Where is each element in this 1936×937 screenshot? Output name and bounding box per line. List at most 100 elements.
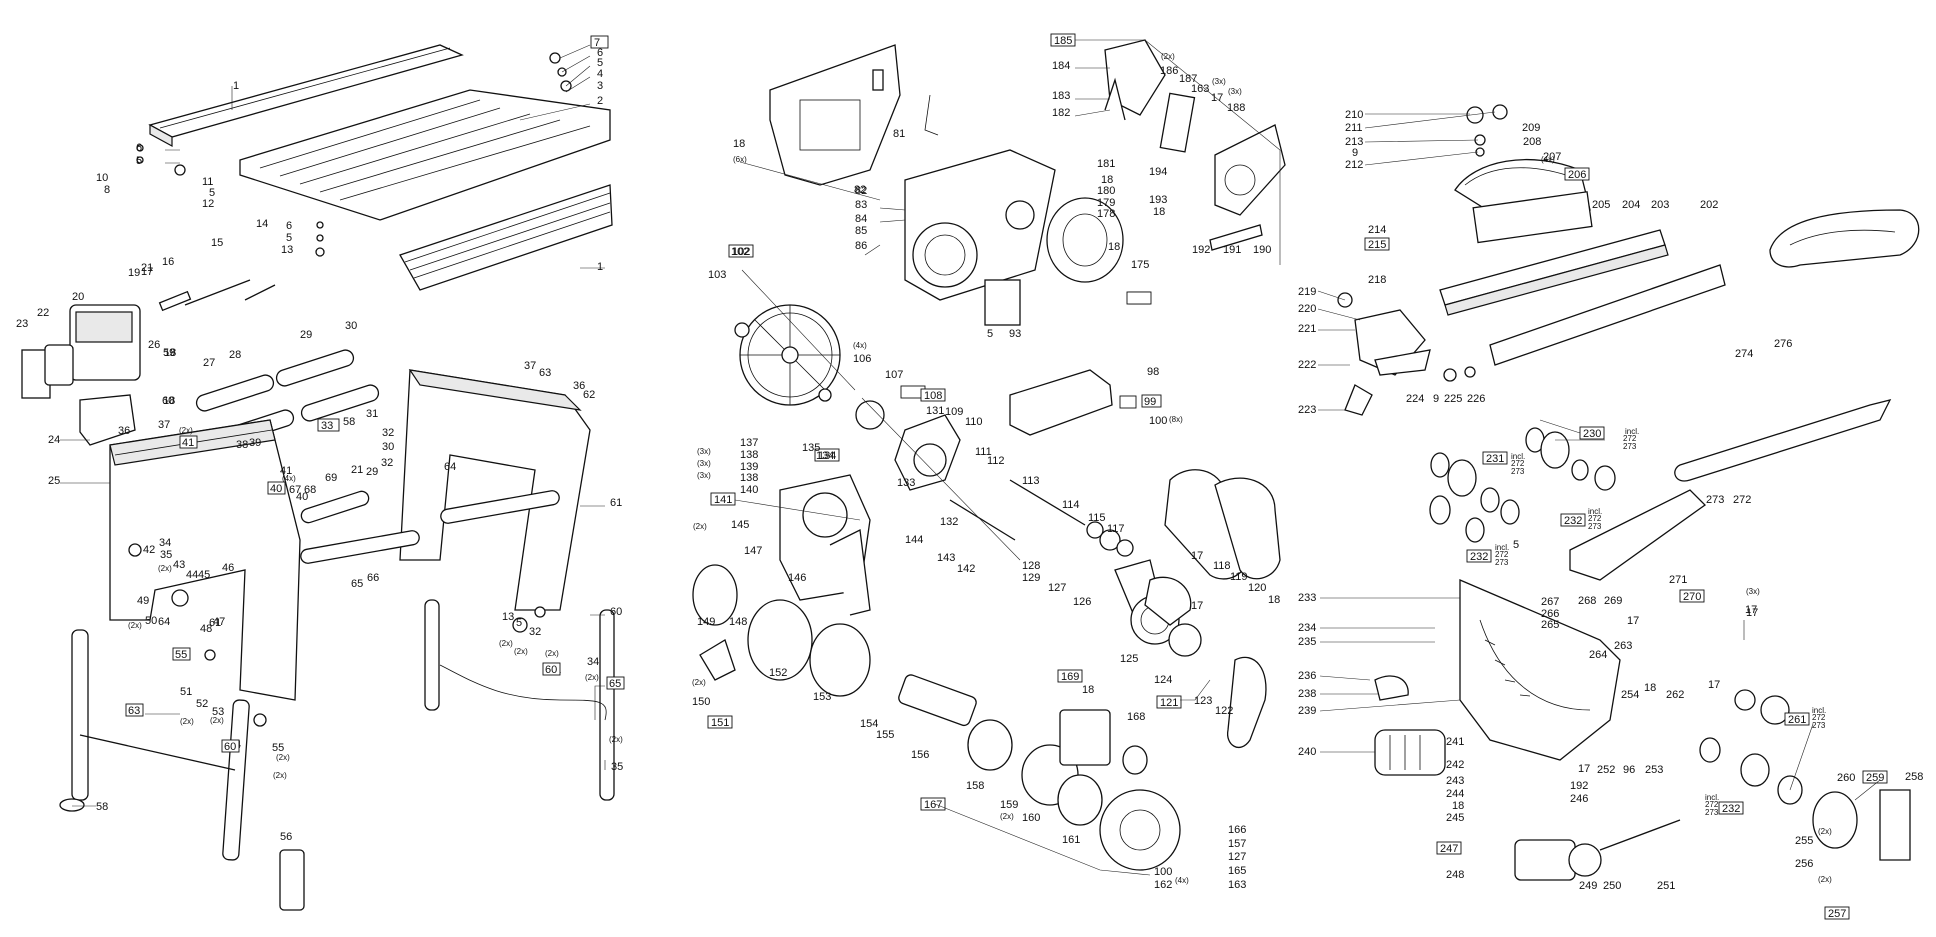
quantity-mark: (3x) — [697, 459, 711, 468]
assembly-ref: 40 — [270, 483, 282, 495]
assembly-ref: 102 — [732, 246, 750, 258]
riving-guard — [1104, 39, 1166, 116]
quantity-mark: incl. — [1495, 543, 1509, 552]
part-label: 35 — [611, 761, 623, 773]
part-label: 28 — [229, 349, 241, 361]
assembly-ref: 65 — [609, 678, 621, 690]
assembly-ref: 232 — [1564, 515, 1582, 527]
part-label: 17 — [141, 266, 153, 278]
part-label: 34 — [159, 537, 171, 549]
fence-section — [1337, 104, 1920, 881]
push-stick — [1769, 209, 1920, 268]
part-label: 155 — [876, 729, 894, 741]
part-label: 235 — [1298, 636, 1316, 648]
part-label: 233 — [1298, 592, 1316, 604]
part-label: 107 — [885, 369, 903, 381]
part-label: 83 — [855, 199, 867, 211]
assembly-ref: 82 — [854, 184, 866, 196]
quantity-mark: (4x) — [1541, 155, 1555, 164]
assembly-ref: 134 — [818, 450, 836, 462]
part-label: 265 — [1541, 619, 1559, 631]
part-label: 272 — [1733, 494, 1751, 506]
quantity-mark: (2x) — [1000, 812, 1014, 821]
part-label: 153 — [813, 691, 831, 703]
assembly-ref: 151 — [711, 717, 729, 729]
assembly-ref: 215 — [1368, 239, 1386, 251]
part-label: 117 — [1107, 523, 1125, 535]
part-label: 272 — [1705, 800, 1719, 809]
part-label: 58 — [96, 801, 108, 813]
part-label: 103 — [708, 269, 726, 281]
part-label: 5 — [286, 232, 292, 244]
part-label: 242 — [1446, 759, 1464, 771]
part-label: 93 — [1009, 328, 1021, 340]
housing-cover — [79, 394, 136, 446]
assembly-ref: 261 — [1788, 714, 1806, 726]
part-label: 258 — [1905, 771, 1923, 783]
part-label: 184 — [1052, 60, 1070, 72]
fence-labels: 210 211 213 9 212 209 208 207 205 204 20… — [1298, 109, 1923, 920]
part-label: 46 — [222, 562, 234, 574]
saw-unit-section — [692, 39, 1286, 871]
part-label: 236 — [1298, 670, 1316, 682]
assembly-ref: 99 — [1144, 396, 1156, 408]
assembly-ref: 108 — [924, 390, 942, 402]
part-label: 274 — [1735, 348, 1753, 360]
part-label: 161 — [1062, 834, 1080, 846]
part-label: 246 — [1570, 793, 1588, 805]
part-label: 118 — [1213, 560, 1231, 572]
assembly-ref: 7 — [594, 37, 600, 49]
part-label: 32 — [529, 626, 541, 638]
part-label: 123 — [1194, 695, 1212, 707]
part-label: 18 — [1108, 241, 1120, 253]
stand-section — [21, 44, 615, 911]
part-label: 113 — [1022, 475, 1040, 487]
part-label: 25 — [48, 475, 60, 487]
part-label: 128 — [1022, 560, 1040, 572]
part-label: 138 — [740, 449, 758, 461]
quantity-mark: (2x) — [273, 771, 287, 780]
part-label: 18 — [1644, 682, 1656, 694]
part-label: 81 — [893, 128, 905, 140]
part-label: 239 — [1298, 705, 1316, 717]
part-label: 67 — [289, 484, 301, 496]
part-label: 157 — [1228, 838, 1246, 850]
part-label: 5 — [136, 155, 142, 167]
part-label: 190 — [1253, 244, 1271, 256]
part-label: 34 — [587, 656, 599, 668]
part-label: 154 — [860, 718, 878, 730]
part-label: 100 — [1154, 866, 1172, 878]
part-label: 139 — [740, 461, 758, 473]
part-label: 68 — [304, 484, 316, 496]
assembly-ref: 134 — [816, 450, 834, 462]
motor-end-cap — [1099, 789, 1181, 871]
part-label: 144 — [905, 534, 923, 546]
part-label: 60 — [162, 395, 174, 407]
quantity-mark: incl. — [1588, 507, 1602, 516]
part-label: 252 — [1597, 764, 1615, 776]
part-label: 96 — [1623, 764, 1635, 776]
part-label: 115 — [1088, 512, 1106, 524]
part-label: 6 — [136, 142, 142, 154]
part-label: 125 — [1120, 653, 1138, 665]
part-label: 63 — [539, 367, 551, 379]
part-label: 240 — [1298, 746, 1316, 758]
part-label: 152 — [769, 667, 787, 679]
quantity-mark: (2x) — [545, 649, 559, 658]
quantity-mark: (8x) — [1169, 415, 1183, 424]
part-label: 17 — [1578, 763, 1590, 775]
part-label: 202 — [1700, 199, 1718, 211]
part-label: 273 — [1495, 558, 1509, 567]
blade-cover — [1214, 124, 1286, 216]
quantity-mark: (2x) — [609, 735, 623, 744]
part-label: 238 — [1298, 688, 1316, 700]
part-label: 150 — [692, 696, 710, 708]
part-label: 182 — [1052, 107, 1070, 119]
part-label: 17 — [1746, 607, 1758, 619]
part-label: 64 — [158, 616, 170, 628]
part-label: 18 — [733, 138, 745, 150]
quantity-mark: (4x) — [853, 341, 867, 350]
part-label: 192 — [1192, 244, 1210, 256]
part-label: 50 — [145, 615, 157, 627]
part-label: 51 — [180, 686, 192, 698]
